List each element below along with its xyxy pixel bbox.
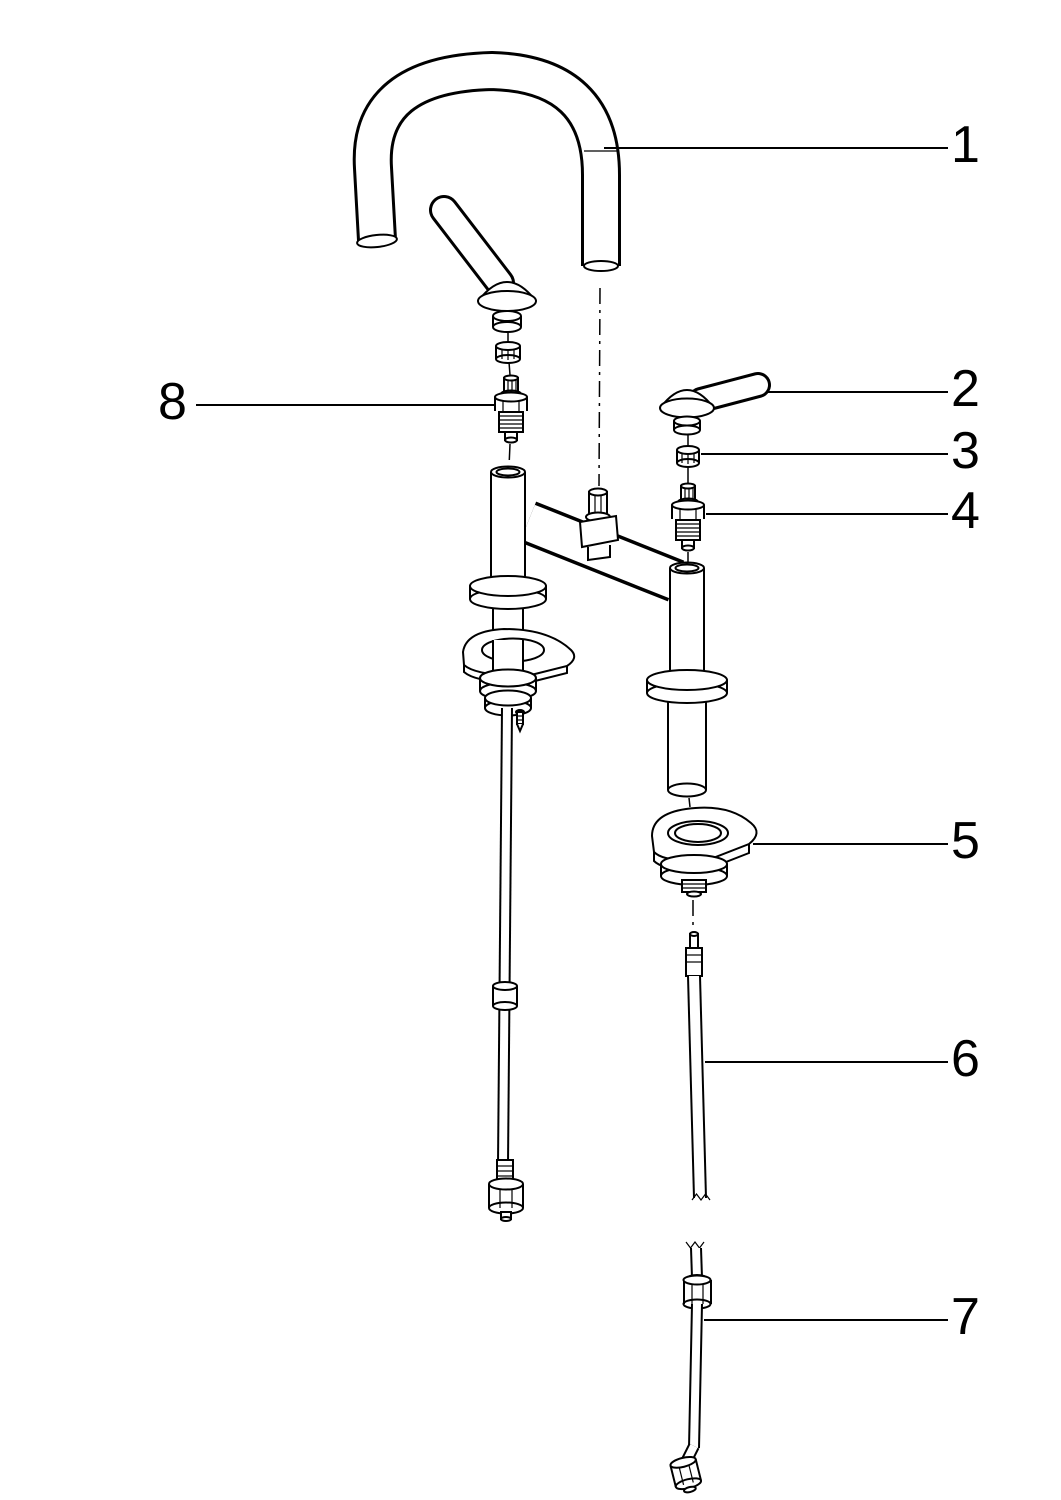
callout-5: 5 bbox=[951, 812, 980, 870]
right-handle bbox=[659, 372, 771, 436]
callout-8: 8 bbox=[158, 373, 187, 431]
left-supply-tube bbox=[488, 707, 524, 1222]
callout-7: 7 bbox=[951, 1288, 980, 1346]
valve-cartridge-left bbox=[494, 374, 528, 444]
left-handle bbox=[429, 195, 537, 333]
callout-2: 2 bbox=[951, 360, 980, 418]
centerlines bbox=[507, 287, 694, 931]
spout-socket bbox=[578, 487, 620, 562]
right-body-column bbox=[646, 561, 728, 798]
callout-3: 3 bbox=[951, 422, 980, 480]
left-body-column bbox=[469, 465, 547, 640]
callout-4: 4 bbox=[951, 482, 980, 540]
callout-1: 1 bbox=[951, 116, 980, 174]
valve-cartridge-right bbox=[671, 482, 705, 552]
callout-6: 6 bbox=[951, 1030, 980, 1088]
lower-supply-pipe bbox=[669, 1241, 712, 1494]
coupling-nut bbox=[676, 445, 700, 468]
left-locknut bbox=[479, 668, 537, 717]
left-swivel-nut bbox=[495, 341, 521, 364]
spout bbox=[352, 50, 621, 272]
mounting-bracket bbox=[650, 806, 758, 898]
mounting-screw bbox=[515, 709, 525, 734]
supply-hose bbox=[685, 931, 711, 1201]
callout-leaders bbox=[196, 147, 948, 1321]
